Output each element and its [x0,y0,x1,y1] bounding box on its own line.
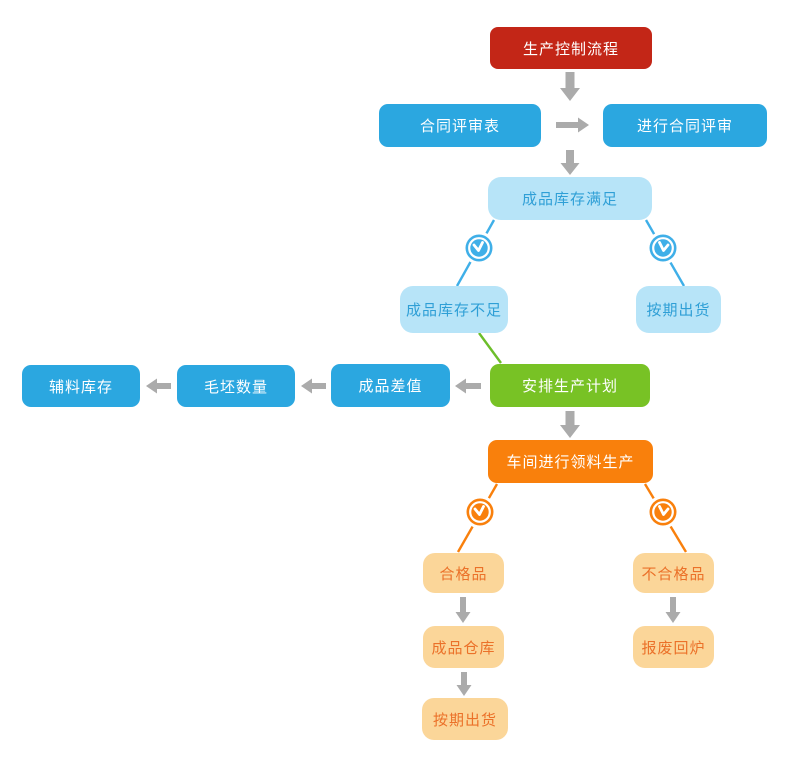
node-qualified-products: 合格品 [423,553,504,593]
arrow-down-icon [560,72,580,101]
node-contract-review-form: 合同评审表 [379,104,541,147]
arrow-down-icon [560,150,580,175]
clock-icon [646,495,680,529]
node-ship-on-schedule: 按期出货 [636,286,721,333]
arrow-right-icon [556,117,589,133]
node-production-control-process: 生产控制流程 [490,27,652,69]
node-conduct-contract-review: 进行合同评审 [603,104,767,147]
clock-icon [646,231,680,265]
node-blank-quantity: 毛坯数量 [177,365,295,407]
node-auxiliary-material-stock: 辅料库存 [22,365,140,407]
arrow-left-icon [146,378,171,394]
node-unqualified-products: 不合格品 [633,553,714,593]
node-ship-on-schedule-final: 按期出货 [422,698,508,740]
clock-icon [463,495,497,529]
node-arrange-production-plan: 安排生产计划 [490,364,650,407]
arrow-down-icon [456,672,472,696]
node-finished-product-difference: 成品差值 [331,364,450,407]
arrow-left-icon [455,378,481,394]
arrow-left-icon [301,378,326,394]
arrow-down-icon [455,597,471,623]
node-finished-goods-warehouse: 成品仓库 [423,626,504,668]
branch-line-green [478,332,502,364]
node-finished-stock-insufficient: 成品库存不足 [400,286,508,333]
arrow-down-icon [560,411,580,438]
node-finished-stock-sufficient: 成品库存满足 [488,177,652,220]
clock-icon [462,231,496,265]
arrow-down-icon [665,597,681,623]
node-scrap-remelt: 报废回炉 [633,626,714,668]
node-workshop-material-production: 车间进行领料生产 [488,440,653,483]
